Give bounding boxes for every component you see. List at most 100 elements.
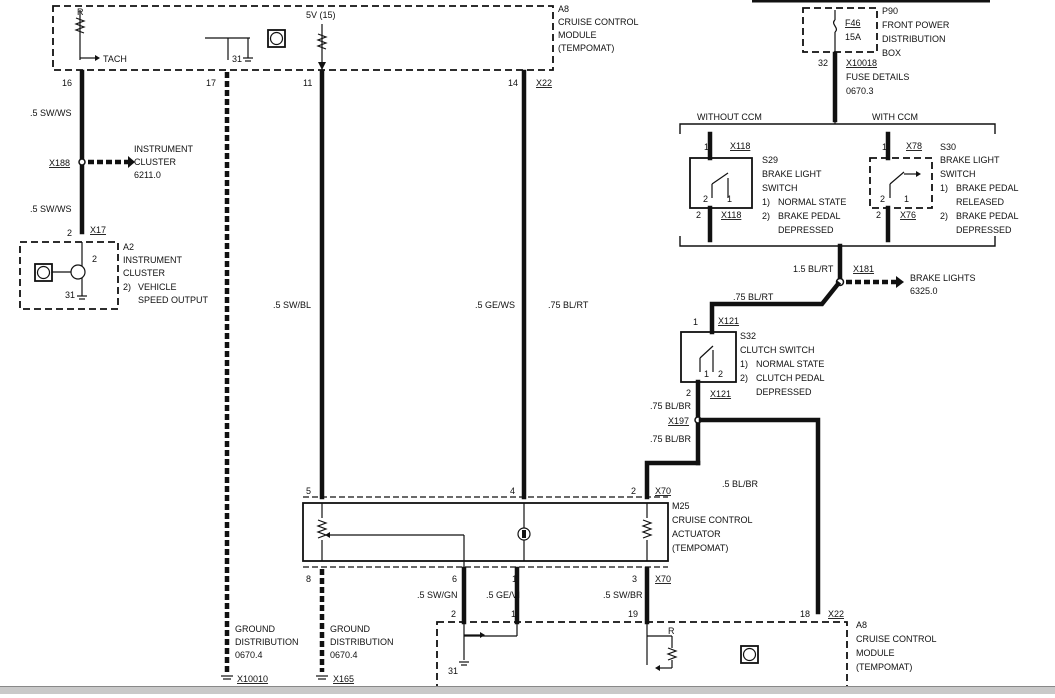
wire-label-bl-rt-15: 1.5 BL/RT (793, 264, 834, 274)
a8-top-pin-14: 14 (508, 78, 518, 88)
x76-label: X76 (900, 210, 916, 220)
a8-bottom-name-1: CRUISE CONTROL (856, 634, 937, 644)
m25-pin-6: 6 (452, 574, 457, 584)
a2-pin-2-top: 2 (67, 228, 72, 238)
fuse-id: F46 (845, 18, 861, 28)
a8-bottom-module: 2 1 19 18 X22 R 31 A8 CRUISE CONTROL MOD… (436, 609, 937, 693)
p90-name-1: FRONT POWER (882, 20, 950, 30)
m25-pin-8: 8 (306, 574, 311, 584)
a8-top-module: A8 CRUISE CONTROL MODULE (TEMPOMAT) R TA… (52, 4, 639, 88)
x165-label: X165 (333, 674, 354, 684)
wire-label-ge-vi: .5 GE/VI (486, 590, 520, 600)
s30-state2-1: BRAKE PEDAL (956, 211, 1019, 221)
a8-bottom-pin-18: 18 (800, 609, 810, 619)
s30-state2-num: 2) (940, 211, 948, 221)
a8-bottom-pin-2: 2 (451, 609, 456, 619)
s32-state1: NORMAL STATE (756, 359, 824, 369)
s29-pin-2-bottom: 2 (696, 210, 701, 220)
a2-pin-2-inner: 2 (92, 254, 97, 264)
a8-bottom-name-3: (TEMPOMAT) (856, 662, 912, 672)
s30-state2-2: DEPRESSED (956, 225, 1012, 235)
p90-front-power-box: F46 15A P90 FRONT POWER DISTRIBUTION BOX… (752, 0, 990, 96)
wire-label-sw-gn: .5 SW/GN (417, 590, 458, 600)
a2-note-2: SPEED OUTPUT (138, 295, 209, 305)
s29-state2-num: 2) (762, 211, 770, 221)
s29-name-1: BRAKE LIGHT (762, 169, 822, 179)
wire-bl-br-05 (698, 417, 821, 615)
gnd1-ref: 0670.4 (235, 650, 263, 660)
variant-with: WITH CCM (872, 112, 918, 122)
s32-pin-1-inner: 1 (704, 369, 709, 379)
a8-top-name-1: CRUISE CONTROL (558, 17, 639, 27)
a8-top-name-3: (TEMPOMAT) (558, 43, 614, 53)
x70-top: X70 (655, 486, 671, 496)
wire-label-bl-rt: .75 BL/RT (548, 300, 589, 310)
a8-bottom-id: A8 (856, 620, 867, 630)
tach-label: TACH (103, 54, 127, 64)
a8-top-ground-31: 31 (232, 54, 242, 64)
x22-top: X22 (536, 78, 552, 88)
gnd2-line2: DISTRIBUTION (330, 637, 394, 647)
a2-pin-31: 31 (65, 290, 75, 300)
s29-state1-num: 1) (762, 197, 770, 207)
p90-pin-32: 32 (818, 58, 828, 68)
x121-bottom: X121 (710, 389, 731, 399)
x22-bottom: X22 (828, 609, 844, 619)
s32-pin-2-inner: 2 (718, 369, 723, 379)
s32-name: CLUTCH SWITCH (740, 345, 815, 355)
ic-ref-2: CLUSTER (134, 157, 177, 167)
s30-state1-num: 1) (940, 183, 948, 193)
gnd1-line2: DISTRIBUTION (235, 637, 299, 647)
s29-state2-1: BRAKE PEDAL (778, 211, 841, 221)
wire-label-bl-rt-075-b: .75 BL/RT (733, 292, 774, 302)
variant-bracket-top (679, 123, 996, 134)
s29-state2-2: DEPRESSED (778, 225, 834, 235)
wire-label-sw-bl: .5 SW/BL (273, 300, 311, 310)
s32-state1-num: 1) (740, 359, 748, 369)
s32-pin-2-bottom: 2 (686, 388, 691, 398)
s29-id: S29 (762, 155, 778, 165)
a2-note-1: VEHICLE (138, 282, 177, 292)
s32-state2-2: DEPRESSED (756, 387, 812, 397)
p90-name-2: DISTRIBUTION (882, 34, 946, 44)
fuse-details-label: FUSE DETAILS (846, 72, 909, 82)
x118-top: X118 (730, 141, 750, 151)
a8-bottom-31: 31 (448, 666, 458, 676)
x10010-label: X10010 (237, 674, 268, 684)
m25-pin-2: 2 (631, 486, 636, 496)
a8-top-name-2: MODULE (558, 30, 597, 40)
ic-ref-1: INSTRUMENT (134, 144, 193, 154)
brake-lights-ref: 6325.0 (910, 286, 938, 296)
s30-id: S30 (940, 142, 956, 152)
m25-pin-1: 1 (512, 574, 517, 584)
s32-pin-1-top: 1 (693, 317, 698, 327)
s30-state1-2: RELEASED (956, 197, 1005, 207)
a2-note-num: 2) (123, 282, 131, 292)
a8-top-r-label: R (77, 7, 84, 17)
x188-label: X188 (49, 158, 70, 168)
a8-top-id: A8 (558, 4, 569, 14)
m25-name-1: CRUISE CONTROL (672, 515, 753, 525)
s30-pin-2-bottom: 2 (876, 210, 881, 220)
a8-bottom-pin-19: 19 (628, 609, 638, 619)
m25-pin-3: 3 (632, 574, 637, 584)
ground-distribution-1: GROUND DISTRIBUTION 0670.4 X10010 (221, 624, 299, 684)
a2-name-2: CLUSTER (123, 268, 166, 278)
wire-label-sw-ws-2: .5 SW/WS (30, 204, 72, 214)
m25-pin-5: 5 (306, 486, 311, 496)
p90-name-3: BOX (882, 48, 901, 58)
s30-brake-light-switch: 1 X78 2 1 2 X76 S30 BRAKE LIGHT SWITCH 1… (869, 131, 1019, 243)
s30-name-1: BRAKE LIGHT (940, 155, 1000, 165)
m25-name-2: ACTUATOR (672, 529, 721, 539)
gnd2-line1: GROUND (330, 624, 370, 634)
brake-lights-label: BRAKE LIGHTS (910, 273, 976, 283)
gnd2-ref: 0670.4 (330, 650, 358, 660)
gnd1-line1: GROUND (235, 624, 275, 634)
s30-state1-1: BRAKE PEDAL (956, 183, 1019, 193)
x10018-label: X10018 (846, 58, 877, 68)
s30-pin-2-inner: 2 (880, 194, 885, 204)
m25-pin-4: 4 (510, 486, 515, 496)
s29-pin-1-inner: 1 (727, 194, 732, 204)
a8-bottom-r: R (668, 626, 675, 636)
